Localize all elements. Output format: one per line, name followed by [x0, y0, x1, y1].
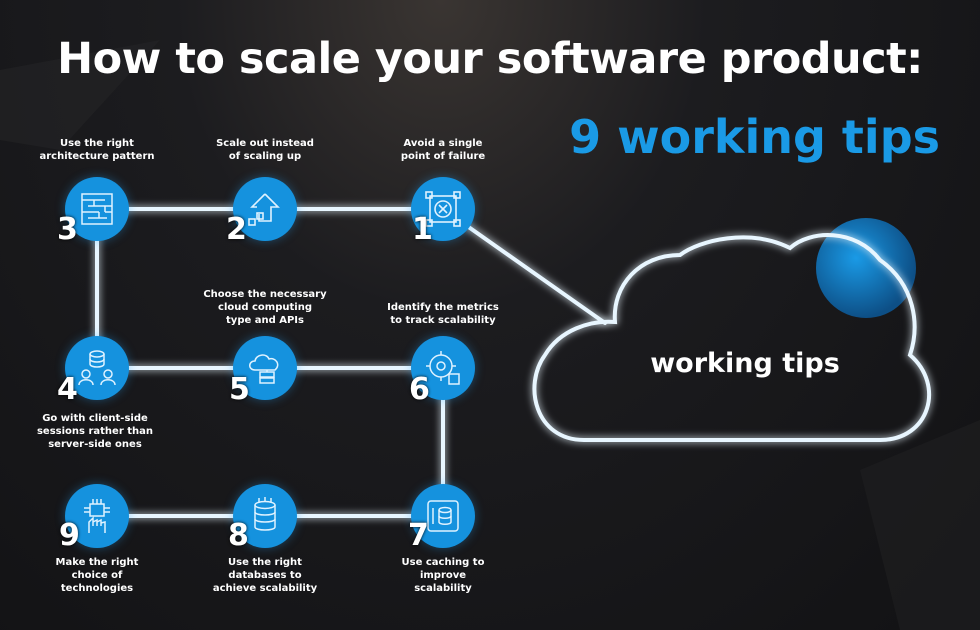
step-6-node: [411, 336, 475, 400]
step-8-number: 8: [228, 518, 249, 553]
step-7-node: [411, 484, 475, 548]
step-1-caption: Avoid a single point of failure: [400, 138, 486, 162]
step-8-node: [233, 484, 297, 548]
step-6-caption: Identify the metrics to track scalabilit…: [387, 302, 499, 326]
step-2-caption: Scale out instead of scaling up: [216, 138, 314, 162]
metrics-gear-icon: [426, 351, 460, 385]
step-9-caption: Make the right choice of technologies: [55, 557, 139, 594]
step-1-number: 1: [412, 212, 433, 247]
cache-database-icon: [427, 500, 459, 532]
step-2-node: [233, 177, 297, 241]
step-4-number: 4: [57, 372, 78, 407]
maze-icon: [81, 193, 113, 225]
step-4-node: [65, 336, 129, 400]
cloud-orb: [816, 218, 916, 318]
step-8-caption: Use the right databases to achieve scala…: [212, 557, 318, 594]
page-title: How to scale your software product:: [57, 34, 923, 84]
cloud-outline: [532, 233, 932, 442]
step-4-caption: Go with client-side sessions rather than…: [36, 413, 154, 450]
tech-chip-hand-icon: [84, 499, 110, 533]
step-5-caption: Choose the necessary cloud computing typ…: [203, 289, 327, 326]
step-3-caption: Use the right architecture pattern: [39, 138, 155, 162]
step-7-caption: Use caching to improve scalability: [401, 557, 485, 594]
step-1-node: [411, 177, 475, 241]
target-frame-icon: [425, 191, 461, 227]
scale-out-arrow-icon: [248, 193, 280, 226]
step-6-number: 6: [409, 372, 430, 407]
database-stack-icon: [254, 497, 276, 531]
step-3-node: [65, 177, 129, 241]
step-7-number: 7: [408, 518, 429, 553]
cloud-server-icon: [249, 354, 279, 384]
step-5-number: 5: [229, 372, 250, 407]
step-3-number: 3: [57, 212, 78, 247]
page-subtitle: 9 working tips: [569, 110, 940, 164]
step-5-node: [233, 336, 297, 400]
step-9-node: [65, 484, 129, 548]
cloud-label: working tips: [650, 348, 840, 379]
step-9-number: 9: [59, 518, 80, 553]
database-users-icon: [78, 350, 116, 386]
step-2-number: 2: [226, 212, 247, 247]
